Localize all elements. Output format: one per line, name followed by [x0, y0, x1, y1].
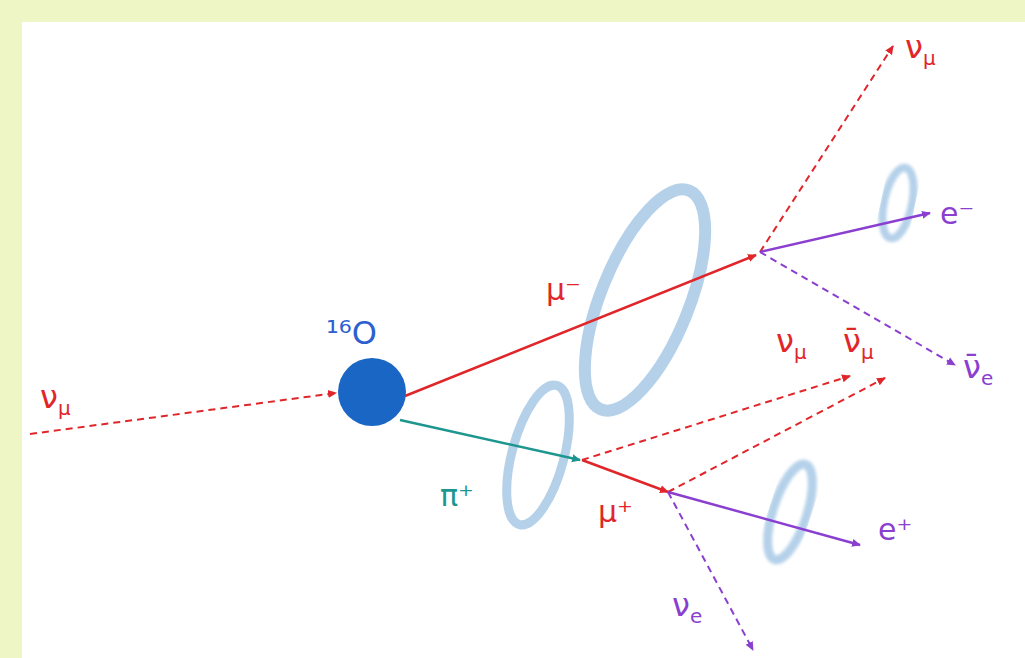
- neutrino-track: [668, 492, 753, 650]
- particle-label: μ⁺: [598, 494, 633, 530]
- neutrino-label: ν̄μ: [843, 322, 874, 364]
- neutrino-track: [30, 393, 336, 434]
- cherenkov-ring: [758, 459, 821, 565]
- neutrino-label: νμ: [776, 322, 807, 364]
- cherenkov-ring: [494, 379, 581, 532]
- positron-track: [668, 492, 860, 545]
- neutrino-label: νe: [672, 586, 702, 628]
- pion-track: [400, 420, 580, 460]
- electron-track: [760, 213, 930, 252]
- particle-label: μ⁻: [546, 272, 581, 308]
- particle-label: e⁺: [878, 512, 912, 548]
- neutrino-track: [760, 252, 955, 365]
- particle-label: e⁻: [940, 196, 974, 232]
- neutrino-track: [668, 378, 885, 492]
- oxygen-nucleus: [338, 358, 406, 426]
- neutrino-track: [760, 46, 893, 252]
- particle-label: π⁺: [440, 478, 474, 514]
- muon-track: [582, 460, 668, 492]
- nucleus-label: ¹⁶O: [326, 314, 377, 352]
- neutrino-label: νμ: [40, 378, 71, 420]
- muon-track: [405, 255, 756, 396]
- white-panel: [22, 22, 1025, 658]
- cherenkov-ring: [877, 165, 919, 241]
- neutrino-label: νμ: [905, 28, 936, 70]
- neutrino-label: ν̄e: [963, 348, 993, 390]
